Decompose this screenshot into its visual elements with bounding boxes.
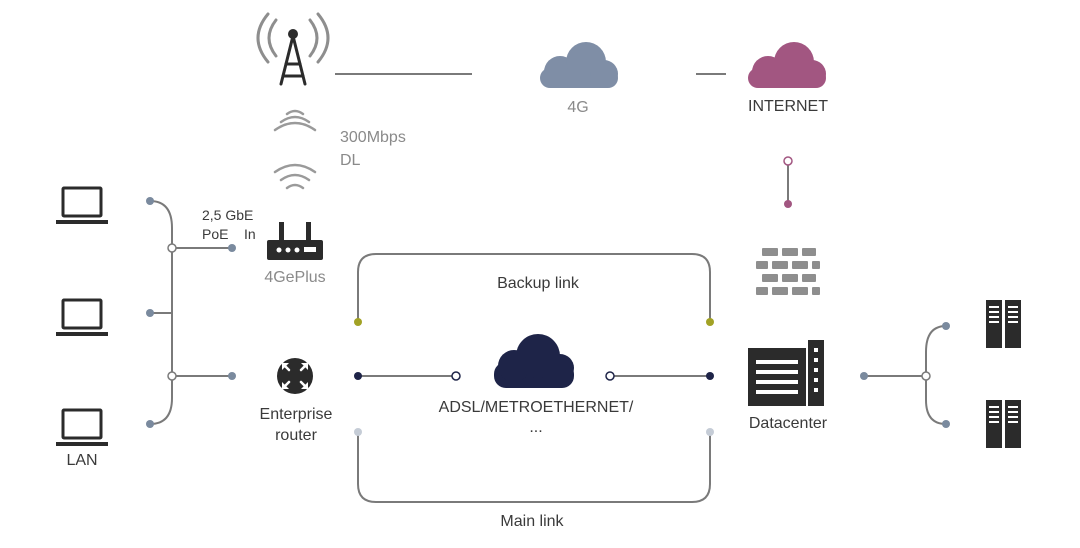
- server-dot: [942, 322, 950, 330]
- internet-dot: [783, 156, 793, 166]
- poe-speed-label: 2,5 GbE: [202, 207, 254, 223]
- wan-junction-dot: [451, 371, 461, 381]
- cloud-internet-icon: [748, 42, 826, 88]
- 4g-router-icon: [267, 222, 323, 260]
- datacenter-label: Datacenter: [748, 415, 828, 432]
- lan-dot: [146, 420, 154, 428]
- wan-label-ellipsis: ...: [529, 419, 543, 436]
- cloud-internet-label: INTERNET: [748, 98, 828, 115]
- connector-dots: [146, 156, 950, 436]
- main-link-label: Main link: [500, 513, 564, 530]
- backup-dot: [354, 318, 362, 326]
- cloud-4g-icon: [540, 42, 618, 88]
- lan-dot: [146, 309, 154, 317]
- laptop-icon: [56, 298, 108, 336]
- poe-label: PoE: [202, 226, 229, 242]
- server-dot: [942, 420, 950, 428]
- junction-dot: [167, 243, 177, 253]
- server-icon: [986, 400, 1021, 448]
- firewall-icon: [756, 248, 820, 295]
- cloud-wan-icon: [494, 334, 574, 388]
- enterprise-router-label: Enterprise: [259, 406, 333, 423]
- wifi-icon: [273, 109, 317, 132]
- junction-dot: [921, 371, 931, 381]
- 4geplus-label: 4GePlus: [264, 269, 326, 286]
- speed-unit-label: DL: [340, 152, 361, 169]
- internet-dot: [784, 200, 792, 208]
- enterprise-router-label-2: router: [275, 427, 317, 444]
- junction-dot: [167, 371, 177, 381]
- cloud-4g-label: 4G: [567, 99, 589, 116]
- wan-dot: [354, 372, 362, 380]
- lan-label: LAN: [66, 452, 98, 469]
- wan-label: ADSL/METROETHERNET/: [438, 399, 634, 416]
- lan-dot: [228, 372, 236, 380]
- cell-tower-icon: [256, 12, 330, 86]
- laptop-icon: [56, 408, 108, 446]
- main-link-line: [357, 432, 711, 503]
- backup-dot: [706, 318, 714, 326]
- backup-link-line: [357, 253, 711, 322]
- wifi-icon: [273, 163, 317, 190]
- poe-in-label: In: [244, 226, 256, 242]
- datacenter-icon: [748, 340, 824, 406]
- wan-dot: [706, 372, 714, 380]
- server-icon: [986, 300, 1021, 348]
- lan-dot: [228, 244, 236, 252]
- enterprise-router-icon: [277, 358, 313, 394]
- lan-dot: [146, 197, 154, 205]
- backup-link-label: Backup link: [497, 275, 579, 292]
- laptop-icon: [56, 186, 108, 224]
- server-dot: [860, 372, 868, 380]
- main-dot: [354, 428, 362, 436]
- wan-junction-dot: [605, 371, 615, 381]
- speed-label: 300Mbps: [340, 129, 406, 146]
- main-dot: [706, 428, 714, 436]
- connectors: [149, 73, 947, 503]
